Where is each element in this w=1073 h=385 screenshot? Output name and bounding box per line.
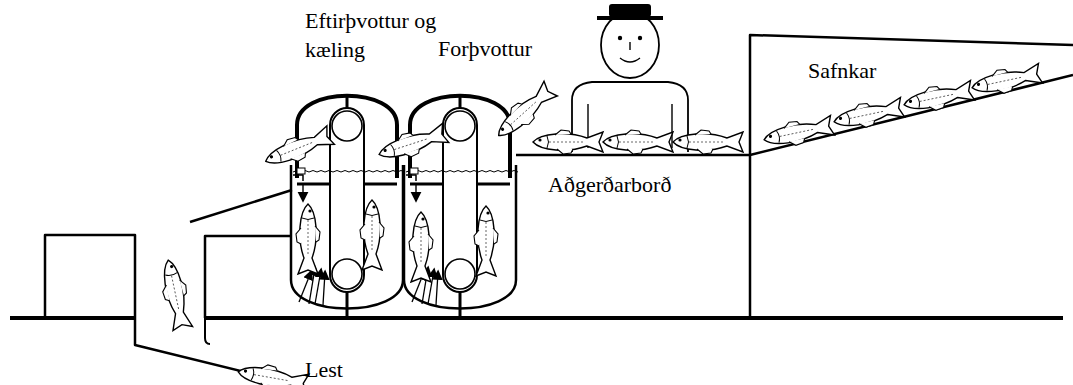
fish <box>902 78 975 116</box>
water-surface <box>406 171 518 173</box>
fish <box>474 206 498 276</box>
drum-wheel <box>445 111 475 141</box>
part-label: Safnkar <box>808 56 928 85</box>
deck-box <box>45 235 135 318</box>
fish <box>375 121 449 165</box>
fish <box>491 80 559 145</box>
fish <box>970 61 1043 99</box>
fish <box>409 212 433 282</box>
conveyor-drum <box>443 108 477 292</box>
fish <box>261 124 335 172</box>
fish <box>236 360 309 385</box>
water-surface <box>293 171 405 173</box>
part-label: Lest <box>305 355 385 384</box>
illustration <box>10 4 1073 385</box>
ramp <box>190 190 292 222</box>
grate <box>297 183 330 186</box>
fish <box>673 130 743 154</box>
grate <box>364 183 397 186</box>
conveyor-drum <box>330 108 364 292</box>
drum-wheel <box>332 111 362 141</box>
water-nozzle <box>410 168 418 174</box>
worker <box>572 4 688 152</box>
collection-bin <box>750 35 1073 318</box>
fish <box>832 95 905 133</box>
grate <box>410 183 443 186</box>
drum-axle <box>459 94 462 108</box>
fish <box>156 258 194 331</box>
part-label: Forþvottur <box>438 34 578 63</box>
jet-arrow <box>315 270 321 304</box>
jet-arrow <box>323 272 325 305</box>
water-arrow <box>302 185 303 200</box>
jet-arrow <box>436 272 438 305</box>
deck-line <box>10 316 135 320</box>
water-nozzle <box>297 168 305 174</box>
drum-axle <box>346 292 349 316</box>
water-nozzle <box>406 175 416 181</box>
deck-line <box>205 316 1063 320</box>
fish <box>296 204 320 274</box>
chute-wall <box>205 236 290 318</box>
drum-wheel <box>445 259 475 289</box>
jet-arrow <box>309 268 315 304</box>
fish <box>762 113 835 151</box>
fish <box>360 200 384 270</box>
drum-wheel <box>332 259 362 289</box>
part-label: Aðgerðarborð <box>548 170 728 199</box>
water-nozzle <box>293 175 303 181</box>
water-arrow <box>415 185 416 200</box>
bin-floor <box>750 75 1073 155</box>
part-label: Eftirþvottur og kæling <box>305 6 437 64</box>
chute-lip <box>205 318 210 344</box>
fish <box>603 130 673 154</box>
drum-axle <box>459 292 462 316</box>
drum-axle <box>346 94 349 108</box>
grate <box>477 183 510 186</box>
jet-arrow <box>299 272 311 302</box>
fish <box>533 130 603 154</box>
